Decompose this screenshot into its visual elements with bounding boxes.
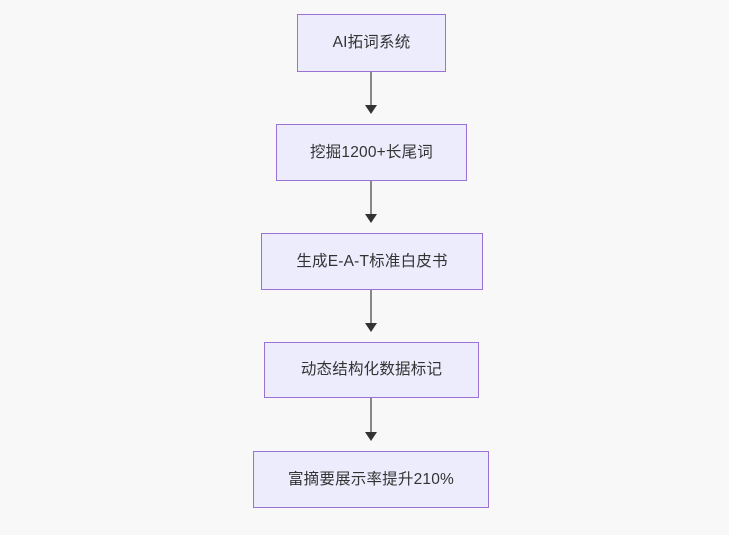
- flow-node-dynamic-structured-data-markup[interactable]: 动态结构化数据标记: [264, 342, 479, 398]
- flow-node-ai-keyword-system[interactable]: AI拓词系统: [297, 14, 446, 72]
- edge-arrowhead-3: [365, 323, 377, 332]
- edge-line-2: [370, 181, 372, 214]
- flow-node-rich-snippet-rate-increase[interactable]: 富摘要展示率提升210%: [253, 451, 489, 508]
- flow-node-label: 生成E-A-T标准白皮书: [296, 252, 448, 270]
- edge-arrowhead-2: [365, 214, 377, 223]
- edge-line-1: [370, 72, 372, 105]
- edge-line-4: [370, 398, 372, 432]
- edge-arrowhead-1: [365, 105, 377, 114]
- flow-node-label: 富摘要展示率提升210%: [287, 470, 455, 488]
- flow-node-label: AI拓词系统: [332, 34, 411, 52]
- flow-node-mine-longtail-keywords[interactable]: 挖掘1200+长尾词: [276, 124, 467, 181]
- edge-arrowhead-4: [365, 432, 377, 441]
- flow-node-label: 挖掘1200+长尾词: [309, 143, 434, 161]
- flow-node-label: 动态结构化数据标记: [300, 361, 443, 379]
- edge-line-3: [370, 290, 372, 323]
- flow-node-generate-eat-whitepaper[interactable]: 生成E-A-T标准白皮书: [261, 233, 483, 290]
